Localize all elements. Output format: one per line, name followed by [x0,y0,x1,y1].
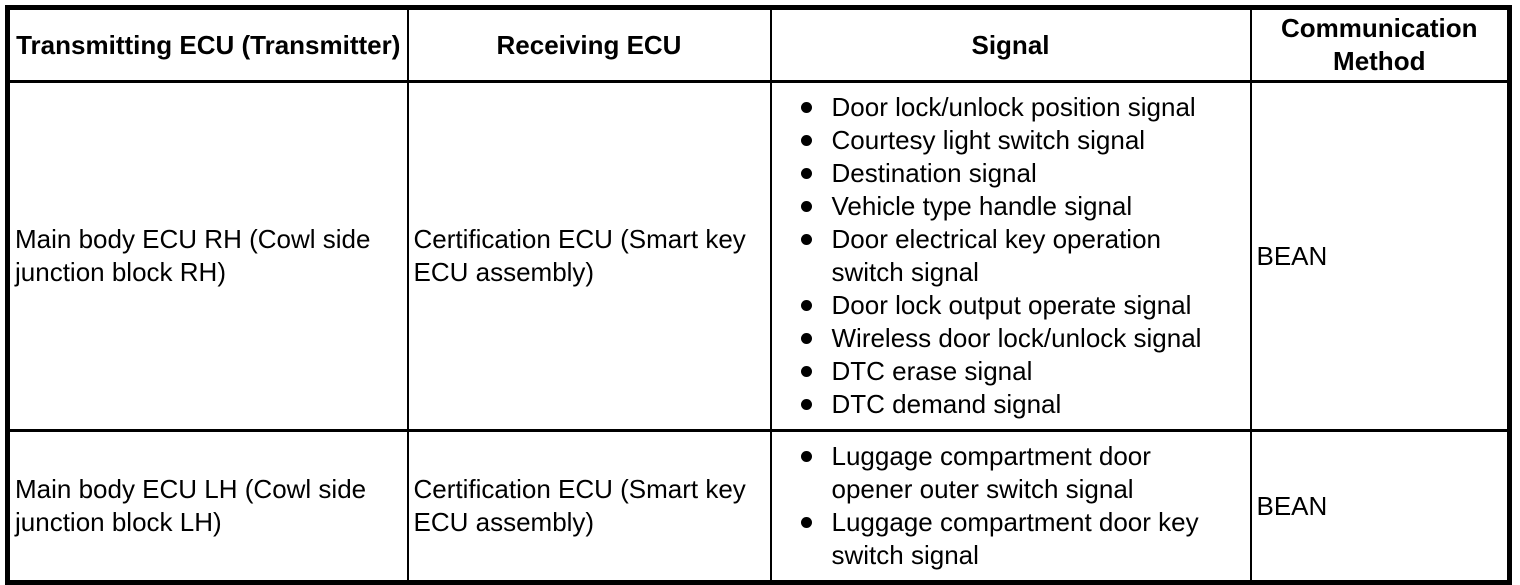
cell-transmitting-ecu: Main body ECU LH (Cowl side junction blo… [6,429,409,584]
cell-communication-method: BEAN [1249,429,1511,584]
signal-item-label: DTC demand signal [831,389,1062,419]
bullet-icon [800,168,812,179]
bullet-icon [800,333,812,344]
signal-item-label: Door electrical key operation switch sig… [831,224,1162,287]
signal-item: Luggage compartment door key switch sign… [800,506,1234,572]
cell-transmitting-ecu: Main body ECU RH (Cowl side junction blo… [6,80,409,432]
signal-item-label: Luggage compartment door opener outer sw… [831,441,1151,504]
bullet-icon [800,234,812,245]
signal-item: Door lock output operate signal [800,289,1234,322]
bullet-icon [800,102,812,113]
signal-item: Door lock/unlock position signal [800,91,1234,124]
signal-item: Luggage compartment door opener outer sw… [800,440,1234,506]
bullet-icon [800,517,812,528]
signal-item-label: Luggage compartment door key switch sign… [831,507,1199,570]
bullet-icon [800,300,812,311]
signal-item-label: DTC erase signal [831,356,1033,386]
col-header-receiving-ecu: Receiving ECU [406,6,772,83]
signal-item: Door electrical key operation switch sig… [800,223,1234,289]
signal-item-label: Destination signal [831,158,1037,188]
cell-communication-method: BEAN [1249,80,1511,432]
col-header-transmitting-ecu: Transmitting ECU (Transmitter) [6,6,409,83]
bullet-icon [800,201,812,212]
signal-item-label: Vehicle type handle signal [831,191,1133,221]
table-row: Main body ECU RH (Cowl side junction blo… [6,80,1511,432]
ecu-communication-table: Transmitting ECU (Transmitter) Receiving… [5,5,1512,585]
signal-item-label: Door lock output operate signal [831,290,1192,320]
signal-item: Courtesy light switch signal [800,124,1234,157]
col-header-communication-method: Communication Method [1249,6,1511,83]
cell-receiving-ecu: Certification ECU (Smart key ECU assembl… [406,429,772,584]
bullet-icon [800,451,812,462]
signal-item: DTC demand signal [800,388,1234,421]
signal-list: Luggage compartment door opener outer sw… [773,440,1249,572]
signal-item: Destination signal [800,157,1234,190]
table-row: Main body ECU LH (Cowl side junction blo… [6,429,1511,584]
bullet-icon [800,366,812,377]
signal-item: Vehicle type handle signal [800,190,1234,223]
col-header-signal: Signal [769,6,1252,83]
cell-signals: Luggage compartment door opener outer sw… [769,429,1252,584]
signal-item-label: Door lock/unlock position signal [831,92,1196,122]
bullet-icon [800,135,812,146]
bullet-icon [800,399,812,410]
signal-item: DTC erase signal [800,355,1234,388]
signal-item: Wireless door lock/unlock signal [800,322,1234,355]
header-row: Transmitting ECU (Transmitter) Receiving… [6,6,1511,83]
cell-receiving-ecu: Certification ECU (Smart key ECU assembl… [406,80,772,432]
signal-item-label: Wireless door lock/unlock signal [831,323,1202,353]
signal-item-label: Courtesy light switch signal [831,125,1146,155]
